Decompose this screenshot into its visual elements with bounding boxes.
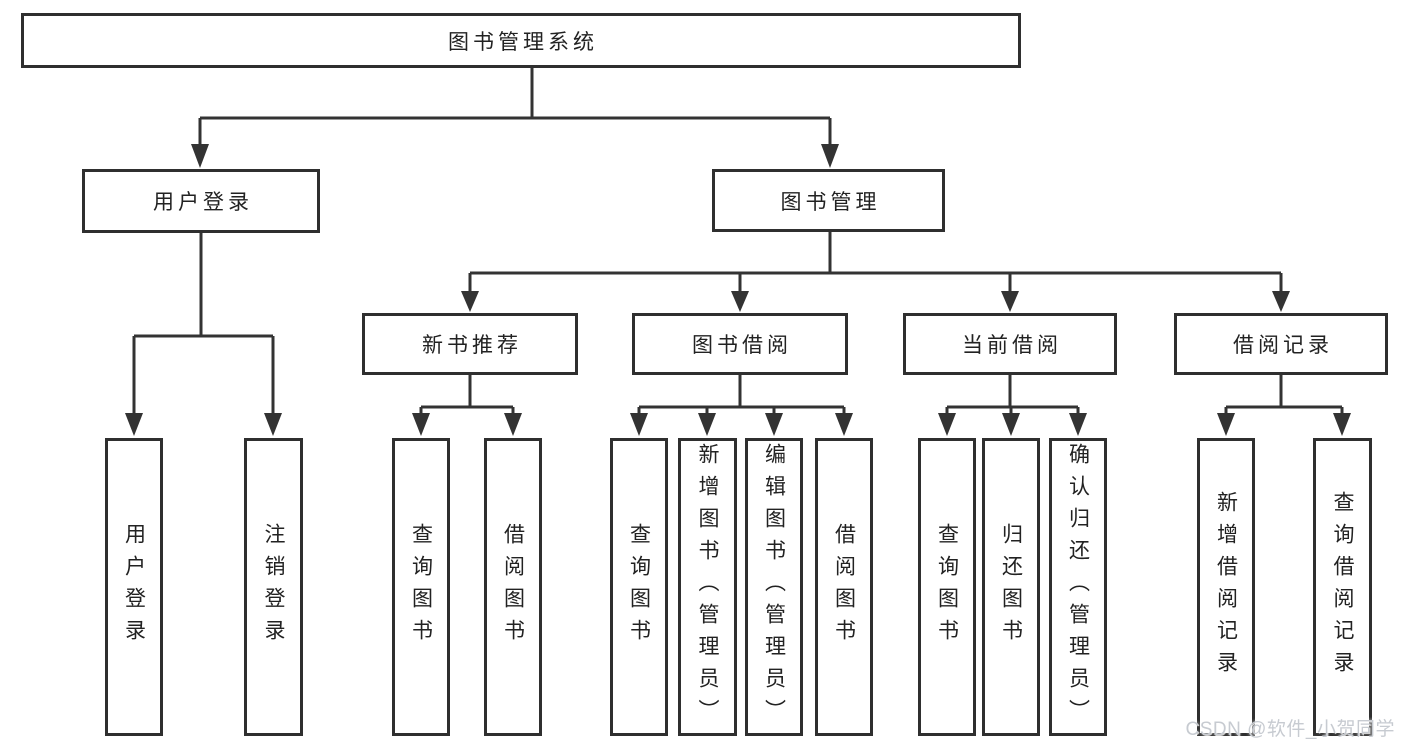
node-book-mgmt-label: 图书管理 <box>780 190 881 214</box>
node-curr-borrow: 当前借阅 <box>903 313 1117 375</box>
node-borrow-rec: 借阅记录 <box>1174 313 1388 375</box>
leaf-logout: 注销登录 <box>244 438 303 736</box>
leaf-add-borrow-record-label: 新增借阅记录 <box>1214 491 1238 683</box>
leaf-add-book-admin-label: 新增图书（管理员） <box>696 443 719 731</box>
leaf-borrow-book-borrow-label: 借阅图书 <box>832 523 856 651</box>
node-root: 图书管理系统 <box>21 13 1021 68</box>
node-borrow-rec-label: 借阅记录 <box>1233 334 1333 357</box>
leaf-logout-label: 注销登录 <box>262 523 285 651</box>
node-new-rec: 新书推荐 <box>362 313 578 375</box>
leaf-query-book-borrow-label: 查询图书 <box>627 523 651 651</box>
leaf-add-book-admin: 新增图书（管理员） <box>678 438 737 736</box>
connector-root-to-level2 <box>191 68 839 168</box>
leaf-edit-book-admin: 编辑图书（管理员） <box>745 438 803 736</box>
leaf-confirm-return-admin-label: 确认归还（管理员） <box>1066 443 1090 731</box>
leaf-user-login-label: 用户登录 <box>122 523 146 651</box>
node-book-borrow-label: 图书借阅 <box>692 334 792 357</box>
leaf-edit-book-admin-label: 编辑图书（管理员） <box>762 443 786 731</box>
leaf-query-book-newrec-label: 查询图书 <box>409 523 433 651</box>
leaf-borrow-book-newrec-label: 借阅图书 <box>501 523 525 651</box>
leaf-query-book-curr: 查询图书 <box>918 438 976 736</box>
leaf-user-login: 用户登录 <box>105 438 163 736</box>
leaf-query-borrow-record: 查询借阅记录 <box>1313 438 1372 736</box>
node-user-login: 用户登录 <box>82 169 320 233</box>
leaf-borrow-book-borrow: 借阅图书 <box>815 438 873 736</box>
leaf-query-book-newrec: 查询图书 <box>392 438 450 736</box>
leaf-query-book-borrow: 查询图书 <box>610 438 668 736</box>
node-book-mgmt: 图书管理 <box>712 169 945 232</box>
node-curr-borrow-label: 当前借阅 <box>962 334 1062 357</box>
connector-borrow-rec-to-leaves <box>1217 375 1351 436</box>
leaf-confirm-return-admin: 确认归还（管理员） <box>1049 438 1107 736</box>
leaf-query-borrow-record-label: 查询借阅记录 <box>1331 491 1354 683</box>
connector-book-mgmt-to-level3 <box>461 232 1290 312</box>
leaf-return-book: 归还图书 <box>982 438 1040 736</box>
node-user-login-label: 用户登录 <box>153 191 253 214</box>
leaf-add-borrow-record: 新增借阅记录 <box>1197 438 1255 736</box>
connector-user-login-to-leaves <box>125 233 282 436</box>
node-root-label: 图书管理系统 <box>448 30 598 54</box>
csdn-watermark: CSDN @软件_小贺同学 <box>1185 719 1395 740</box>
node-book-borrow: 图书借阅 <box>632 313 848 375</box>
leaf-return-book-label: 归还图书 <box>999 523 1023 651</box>
connector-curr-borrow-to-leaves <box>938 375 1087 436</box>
connector-new-rec-to-leaves <box>412 375 522 436</box>
node-new-rec-label: 新书推荐 <box>422 334 522 357</box>
leaf-query-book-curr-label: 查询图书 <box>935 523 959 651</box>
leaf-borrow-book-newrec: 借阅图书 <box>484 438 542 736</box>
connector-book-borrow-to-leaves <box>630 375 853 436</box>
